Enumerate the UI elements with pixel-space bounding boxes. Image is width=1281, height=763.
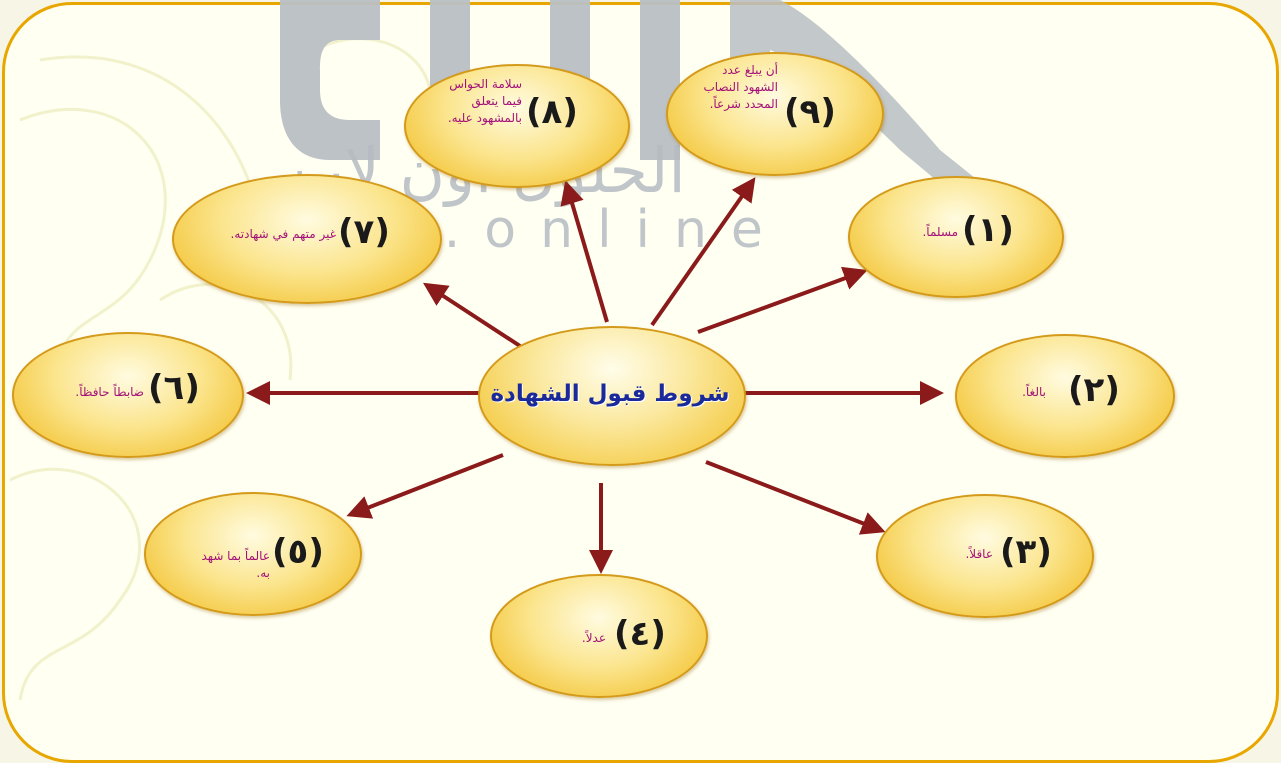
condition-node-3 <box>876 494 1094 618</box>
condition-text-9: أن يبلغ عدد الشهود النصاب المحدد شرعاً. <box>703 63 778 111</box>
condition-number-6: (٦) <box>148 368 200 408</box>
condition-text-4: عدلاً. <box>581 631 606 645</box>
condition-node-1 <box>848 176 1064 298</box>
arrow-to-5 <box>346 453 504 519</box>
arrow-to-3 <box>705 460 886 535</box>
condition-text-8: سلامة الحواس فيما يتعلق بالمشهود عليه. <box>447 77 522 125</box>
condition-number-7: (٧) <box>338 212 390 252</box>
condition-text-2: بالغاً. <box>1022 385 1046 399</box>
condition-node-8 <box>404 64 630 188</box>
condition-text-6: ضابطاً حافظاً. <box>75 385 144 399</box>
condition-node-5 <box>144 492 362 616</box>
condition-number-4: (٤) <box>614 614 666 654</box>
condition-number-1: (١) <box>962 210 1014 250</box>
condition-number-2: (٢) <box>1068 370 1120 410</box>
condition-number-9: (٩) <box>784 92 836 132</box>
condition-node-2 <box>955 334 1175 458</box>
arrow-to-9 <box>650 177 756 327</box>
arrow-to-8 <box>560 180 609 323</box>
center-node <box>478 326 746 466</box>
condition-node-7 <box>172 174 442 304</box>
condition-node-6 <box>12 332 244 458</box>
condition-text-3: عاقلاً. <box>965 547 993 561</box>
condition-node-9 <box>666 52 884 176</box>
center-title: شروط قبول الشهادة <box>490 381 730 407</box>
condition-number-5: (٥) <box>272 532 324 572</box>
condition-node-4 <box>490 574 708 698</box>
condition-text-1: مسلماً. <box>922 225 958 239</box>
arrow-to-7 <box>422 282 522 348</box>
condition-text-7: غير متهم في شهادته. <box>230 227 336 241</box>
condition-number-3: (٣) <box>1000 532 1052 572</box>
condition-text-5: عالماً بما شهد به. <box>201 549 270 580</box>
arrow-to-1 <box>697 266 868 334</box>
condition-number-8: (٨) <box>526 92 578 132</box>
